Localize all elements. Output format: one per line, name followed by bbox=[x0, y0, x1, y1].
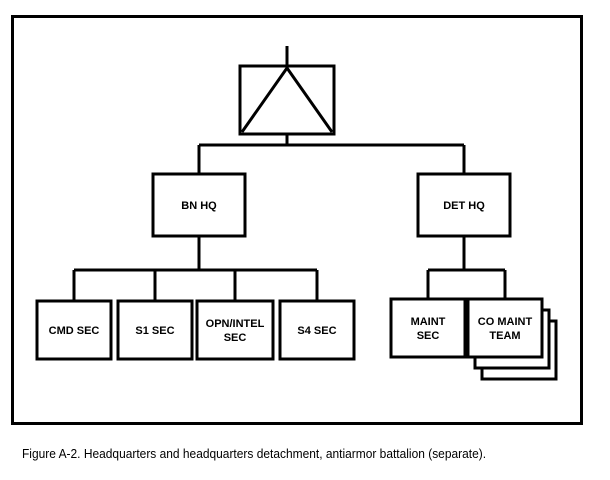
cmd-sec-box bbox=[35, 299, 113, 361]
maint-sec-box bbox=[389, 297, 467, 359]
co-maint-team-box bbox=[466, 297, 544, 359]
s1-sec-box bbox=[116, 299, 194, 361]
maint-sec: MAINT SEC bbox=[389, 297, 467, 359]
diagram-frame bbox=[11, 15, 583, 425]
cmd-sec: CMD SEC bbox=[35, 299, 113, 361]
maint-sec-label: MAINT bbox=[411, 316, 446, 328]
s4-sec: S4 SEC bbox=[278, 299, 356, 361]
bn-hq: BN HQ bbox=[151, 172, 247, 238]
root-unit-box bbox=[238, 64, 336, 136]
opn-intel-sec: OPN/INTEL SEC bbox=[195, 299, 275, 361]
maint-sec-label: SEC bbox=[417, 330, 440, 342]
connector-lines bbox=[72, 46, 507, 301]
bn-hq-box bbox=[151, 172, 247, 238]
root-unit bbox=[238, 64, 336, 136]
s1-sec: S1 SEC bbox=[116, 299, 194, 361]
det-hq-box bbox=[416, 172, 512, 238]
co-maint-team: CO MAINT TEAM bbox=[466, 297, 544, 359]
unit-boxes: BN HQ CMD SEC S1 SEC OPN/INTEL SEC S4 SEC DET … bbox=[35, 64, 558, 381]
co-maint-team-label: TEAM bbox=[489, 330, 520, 342]
bn-hq-label: BN HQ bbox=[181, 200, 217, 212]
s4-sec-label: S4 SEC bbox=[297, 325, 336, 337]
opn-intel-sec-label: SEC bbox=[224, 332, 247, 344]
det-hq: DET HQ bbox=[416, 172, 512, 238]
det-hq-label: DET HQ bbox=[443, 200, 485, 212]
s1-sec-label: S1 SEC bbox=[135, 325, 174, 337]
opn-intel-sec-label: OPN/INTEL bbox=[206, 318, 265, 330]
co-maint-team-label: CO MAINT bbox=[478, 316, 533, 328]
figure-caption: Figure A-2. Headquarters and headquarter… bbox=[22, 446, 487, 461]
cmd-sec-label: CMD SEC bbox=[49, 325, 100, 337]
s4-sec-box bbox=[278, 299, 356, 361]
antiarmor-triangle-icon bbox=[240, 65, 334, 133]
opn-intel-sec-box bbox=[195, 299, 275, 361]
